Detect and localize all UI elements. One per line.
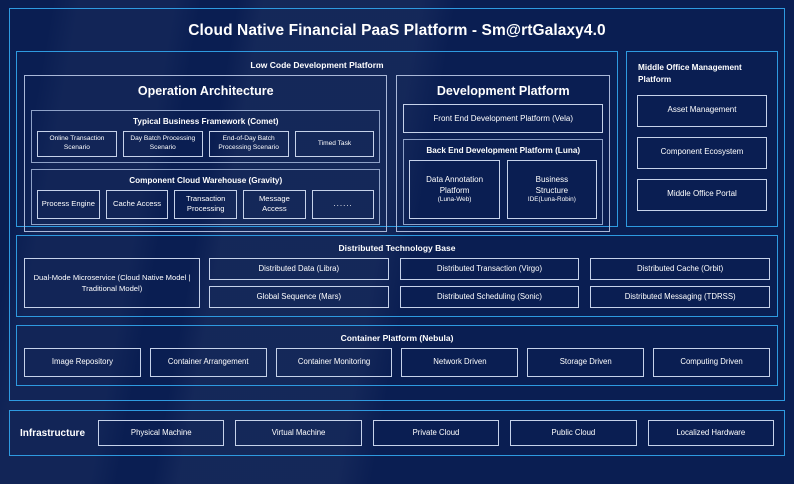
back-end-items: Data Annotation Platform (Luna-Web) Busi… xyxy=(409,160,598,219)
panel-distributed-technology-base[interactable]: Distributed Technology Base Dual-Mode Mi… xyxy=(16,235,778,317)
panel-container-platform[interactable]: Container Platform (Nebula) Image Reposi… xyxy=(16,325,778,386)
infrastructure-label: Infrastructure xyxy=(20,427,86,439)
component-cloud-warehouse-items: Process Engine Cache Access Transaction … xyxy=(37,190,375,219)
chip-cache-access[interactable]: Cache Access xyxy=(105,190,169,219)
data-annotation-line-1: Data Annotation xyxy=(426,174,484,184)
chip-image-repository[interactable]: Image Repository xyxy=(24,348,141,377)
chip-computing-driven[interactable]: Computing Driven xyxy=(653,348,770,377)
chip-physical-machine[interactable]: Physical Machine xyxy=(98,420,225,446)
development-platform-title: Development Platform xyxy=(436,84,570,98)
chip-network-driven[interactable]: Network Driven xyxy=(401,348,519,377)
chip-distributed-scheduling[interactable]: Distributed Scheduling (Sonic) xyxy=(399,286,580,308)
chip-localized-hardware[interactable]: Localized Hardware xyxy=(647,420,774,446)
chip-distributed-messaging[interactable]: Distributed Messaging (TDRSS) xyxy=(590,286,770,308)
panel-infrastructure[interactable]: Infrastructure Physical Machine Virtual … xyxy=(9,410,785,456)
typical-business-framework-title: Typical Business Framework (Comet) xyxy=(133,117,279,126)
distributed-technology-base-body: Dual-Mode Microservice (Cloud Native Mod… xyxy=(24,258,770,308)
chip-transaction-processing[interactable]: Transaction Processing xyxy=(174,190,238,219)
subgroup-back-end-development-platform[interactable]: Back End Development Platform (Luna) Dat… xyxy=(403,139,603,225)
chip-business-structure-ide[interactable]: Business Structure IDE(Luna-Robin) xyxy=(506,160,598,219)
chip-end-of-day-batch-processing-scenario[interactable]: End-of-Day Batch Processing Scenario xyxy=(208,131,289,157)
chip-front-end-development-platform[interactable]: Front End Development Platform (Vela) xyxy=(403,104,603,133)
operation-architecture-title: Operation Architecture xyxy=(137,84,274,98)
chip-virtual-machine[interactable]: Virtual Machine xyxy=(235,420,362,446)
panel-low-code-development-platform[interactable]: Low Code Development Platform Operation … xyxy=(16,51,618,232)
data-annotation-line-3: (Luna-Web) xyxy=(437,195,472,203)
page-title: Cloud Native Financial PaaS Platform - S… xyxy=(188,22,606,39)
chip-asset-management[interactable]: Asset Management xyxy=(637,94,767,127)
chip-container-monitoring[interactable]: Container Monitoring xyxy=(275,348,393,377)
top-row: Low Code Development Platform Operation … xyxy=(16,51,778,232)
chip-public-cloud[interactable]: Public Cloud xyxy=(510,420,637,446)
panel-middle-office-management-platform[interactable]: Middle Office Management Platform Asset … xyxy=(626,51,778,227)
distributed-technology-base-title: Distributed Technology Base xyxy=(338,243,456,253)
component-cloud-warehouse-title: Component Cloud Warehouse (Gravity) xyxy=(129,176,283,185)
data-annotation-line-2: Platform xyxy=(439,185,470,195)
typical-business-framework-items: Online Transaction Scenario Day Batch Pr… xyxy=(37,131,375,157)
chip-distributed-transaction[interactable]: Distributed Transaction (Virgo) xyxy=(399,258,580,280)
chip-storage-driven[interactable]: Storage Driven xyxy=(527,348,645,377)
chip-process-engine[interactable]: Process Engine xyxy=(37,190,100,219)
low-code-heading: Low Code Development Platform xyxy=(250,60,384,70)
chip-container-arrangement[interactable]: Container Arrangement xyxy=(149,348,267,377)
business-structure-line-1: Business xyxy=(535,174,569,184)
container-platform-title: Container Platform (Nebula) xyxy=(340,333,454,343)
development-platform-body: Front End Development Platform (Vela) Ba… xyxy=(403,104,603,225)
back-end-development-platform-title: Back End Development Platform (Luna) xyxy=(426,146,581,155)
chip-data-annotation-platform[interactable]: Data Annotation Platform (Luna-Web) xyxy=(409,160,500,219)
business-structure-line-2: Structure xyxy=(535,185,569,195)
chip-dual-mode-microservice[interactable]: Dual-Mode Microservice (Cloud Native Mod… xyxy=(24,258,200,308)
chip-middle-office-portal[interactable]: Middle Office Portal xyxy=(637,178,767,211)
chip-global-sequence[interactable]: Global Sequence (Mars) xyxy=(209,286,389,308)
chip-private-cloud[interactable]: Private Cloud xyxy=(372,420,500,446)
distributed-technology-grid: Distributed Data (Libra) Distributed Tra… xyxy=(209,258,770,308)
business-structure-line-3: IDE(Luna-Robin) xyxy=(527,195,576,203)
infrastructure-items: Physical Machine Virtual Machine Private… xyxy=(98,420,774,446)
platform-frame: Cloud Native Financial PaaS Platform - S… xyxy=(9,8,785,401)
chip-timed-task[interactable]: Timed Task xyxy=(294,131,375,157)
group-development-platform[interactable]: Development Platform Front End Developme… xyxy=(396,75,610,232)
chip-message-access[interactable]: Message Access xyxy=(243,190,306,219)
low-code-columns: Operation Architecture Typical Business … xyxy=(24,75,610,232)
chip-distributed-cache[interactable]: Distributed Cache (Orbit) xyxy=(590,258,770,280)
chip-distributed-data[interactable]: Distributed Data (Libra) xyxy=(209,258,389,280)
subgroup-typical-business-framework[interactable]: Typical Business Framework (Comet) Onlin… xyxy=(31,110,381,163)
chip-online-transaction-scenario[interactable]: Online Transaction Scenario xyxy=(37,131,117,157)
subgroup-component-cloud-warehouse[interactable]: Component Cloud Warehouse (Gravity) Proc… xyxy=(31,169,381,225)
middle-office-items: Asset Management Component Ecosystem Mid… xyxy=(637,94,767,218)
chip-day-batch-processing-scenario[interactable]: Day Batch Processing Scenario xyxy=(122,131,203,157)
chip-component-ecosystem[interactable]: Component Ecosystem xyxy=(637,136,767,169)
group-operation-architecture[interactable]: Operation Architecture Typical Business … xyxy=(24,75,388,232)
container-platform-items: Image Repository Container Arrangement C… xyxy=(24,348,770,377)
middle-office-title: Middle Office Management Platform xyxy=(638,63,742,84)
chip-more-ellipsis[interactable]: ...... xyxy=(311,190,375,219)
dual-mode-microservice-wrapper: Dual-Mode Microservice (Cloud Native Mod… xyxy=(24,258,200,308)
